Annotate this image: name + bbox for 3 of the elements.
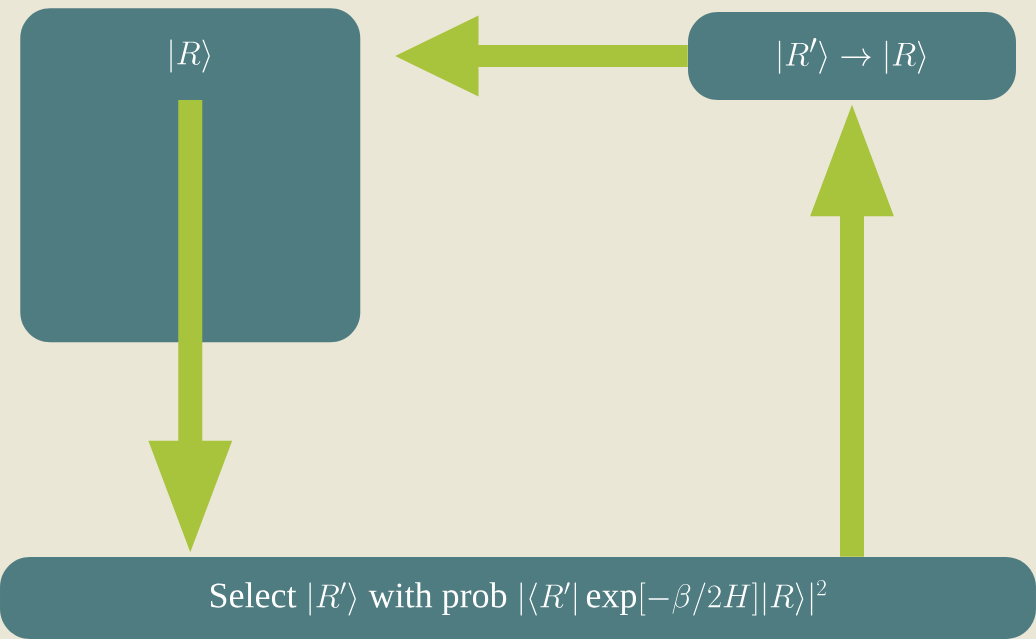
transition-box: $|R'\rangle \to |R\rangle$ [688, 12, 1016, 100]
state-box: $|R\rangle$ [20, 8, 361, 343]
selection-band: $\text{Select } |R'\rangle \text{ with prob } |\langle R'|\exp[-\beta/2H]|R\rangle|^2$ [0, 557, 1036, 639]
